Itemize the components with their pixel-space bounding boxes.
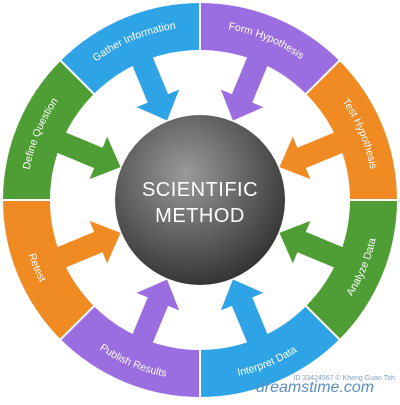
arrow-7 [55, 220, 121, 269]
segment-5 [200, 306, 340, 397]
arrow-8 [55, 131, 121, 180]
segment-4 [306, 200, 397, 340]
segment-8 [3, 60, 94, 201]
center-title-line2: METHOD [155, 205, 245, 227]
separator-5 [303, 303, 342, 342]
arrow-5 [220, 279, 269, 345]
separators-group [1, 1, 399, 399]
watermark: dreamstime.com [256, 379, 374, 396]
arrow-4 [279, 220, 345, 269]
arrow-1 [131, 55, 180, 121]
center-circle [115, 115, 285, 285]
arrows-group [55, 55, 345, 345]
separator-3 [303, 58, 342, 97]
watermark-id: ID 33424567 © Kheng Guan Toh [293, 374, 395, 382]
segment-1 [60, 3, 201, 94]
segments-group [3, 3, 397, 397]
segment-3 [306, 60, 397, 201]
arrow-6 [131, 279, 180, 345]
separator-7 [58, 303, 97, 342]
segment-7 [3, 200, 94, 340]
separator-1 [58, 58, 97, 97]
arrow-3 [279, 131, 345, 180]
segment-6 [60, 306, 201, 397]
center-title-line1: SCIENTIFIC [142, 179, 258, 201]
segment-2 [200, 3, 340, 94]
arrow-2 [220, 55, 269, 121]
